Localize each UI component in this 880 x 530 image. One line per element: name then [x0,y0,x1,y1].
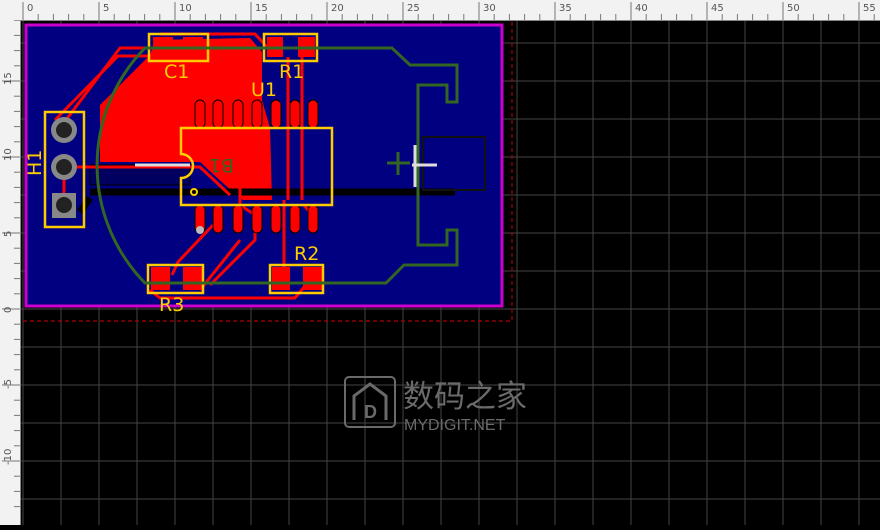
ruler-label: 55 [863,3,876,14]
ruler-label: 10 [3,148,14,161]
designator-r2: R2 [294,243,319,265]
svg-text:D: D [364,402,377,422]
watermark: D 数码之家 MYDIGIT.NET [344,376,527,434]
u1-footprint[interactable] [179,126,334,207]
ruler-label: 15 [3,72,14,85]
ruler-label: 0 [3,307,14,313]
pin1-marker [190,188,198,196]
designator-r3: R3 [159,294,184,316]
h1-header[interactable] [43,110,86,229]
plus-icon [387,152,410,175]
watermark-title: 数码之家 [403,379,527,414]
designator-b1: B1 [209,154,234,176]
ruler-label: 15 [255,3,268,14]
copper-pour[interactable] [100,38,272,200]
ruler-label: 5 [3,231,14,237]
ruler-label: 45 [711,3,724,14]
ruler-label: 30 [483,3,496,14]
ruler-label: -10 [3,449,14,465]
ruler-label: 40 [635,3,648,14]
battery-holder-outline[interactable] [95,46,459,285]
horizontal-ruler: 0 5 10 15 20 25 30 35 40 45 50 55 [0,0,880,21]
designator-h1: H1 [24,150,46,176]
ruler-label: 10 [179,3,192,14]
designator-u1: U1 [251,79,277,101]
watermark-subtitle: MYDIGIT.NET [404,417,506,434]
ruler-label: 5 [103,3,109,14]
designator-c1: C1 [164,61,189,83]
vertical-ruler: 15 10 5 0 -5 -10 [0,19,21,525]
ruler-label: 35 [559,3,572,14]
u1-pads [194,99,319,234]
r2-footprint[interactable] [268,263,325,295]
logo-icon [352,382,388,420]
ruler-label: -5 [3,379,14,389]
ruler-label: 20 [331,3,344,14]
ruler-label: 0 [27,3,33,14]
designator-r1: R1 [279,61,304,83]
pcb-canvas[interactable]: C1 R1 U1 R2 R3 H1 B1 D 数码之家 MYDIGIT.NET [21,21,880,525]
via [196,226,204,234]
battery-marker [135,145,437,187]
ruler-label: 50 [787,3,800,14]
keepout-boundary [23,21,513,322]
r3-footprint[interactable] [146,263,205,295]
ruler-label: 25 [407,3,420,14]
